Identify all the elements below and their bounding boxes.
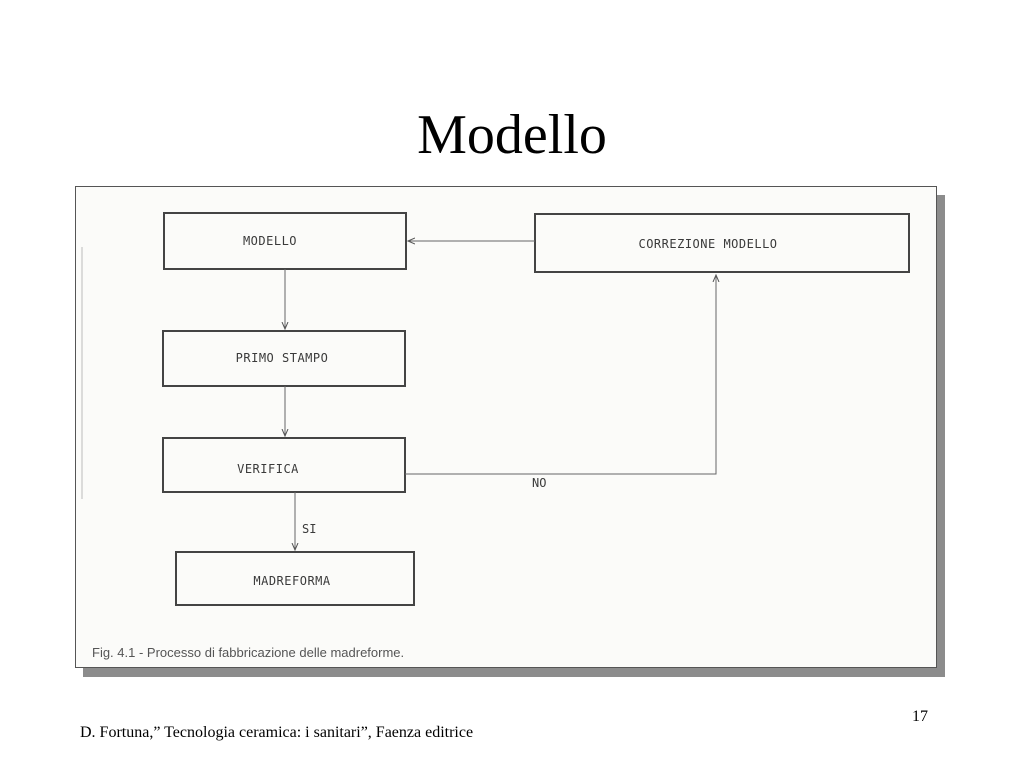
node-verifica-label: VERIFICA (237, 462, 299, 476)
edge-label-no: NO (532, 476, 546, 490)
node-verifica: VERIFICA (162, 437, 406, 493)
node-primo-stampo-label: PRIMO STAMPO (236, 351, 329, 365)
edge-label-si: SI (302, 522, 316, 536)
page-number: 17 (912, 708, 928, 725)
node-modello-label: MODELLO (243, 234, 297, 248)
flowchart-figure: MODELLO CORREZIONE MODELLO PRIMO STAMPO … (75, 186, 937, 668)
node-madreforma-label: MADREFORMA (253, 574, 331, 588)
slide-title: Modello (417, 104, 607, 166)
node-primo-stampo: PRIMO STAMPO (162, 330, 406, 387)
footer-citation: D. Fortuna,” Tecnologia ceramica: i sani… (80, 724, 474, 741)
node-modello: MODELLO (163, 212, 407, 270)
flowchart-svg: MODELLO CORREZIONE MODELLO PRIMO STAMPO … (81, 212, 910, 660)
figure-caption: Fig. 4.1 - Processo di fabbricazione del… (92, 645, 404, 660)
node-correzione-label: CORREZIONE MODELLO (638, 237, 777, 251)
node-madreforma: MADREFORMA (175, 551, 415, 606)
edge-verifica-to-correzione (405, 275, 716, 475)
node-correzione-modello: CORREZIONE MODELLO (534, 213, 910, 273)
